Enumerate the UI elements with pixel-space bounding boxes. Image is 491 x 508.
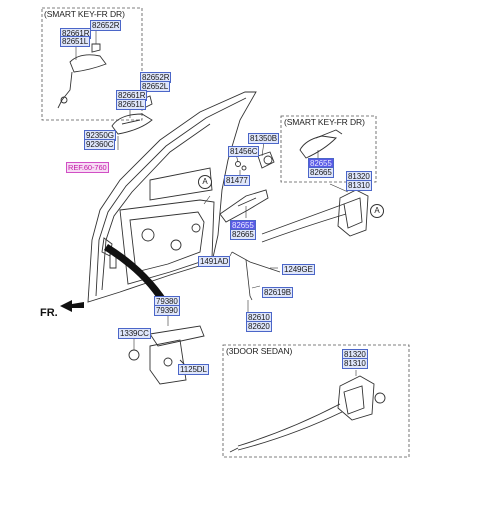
door-latch-3door: [229, 375, 386, 453]
part-82652R-top[interactable]: 82652R: [90, 20, 122, 31]
callout-a-left: A: [198, 175, 212, 189]
callout-a-right: A: [370, 204, 384, 218]
part-1125DL[interactable]: 1125DL: [178, 364, 209, 375]
three-door-header: (3DOOR SEDAN): [226, 346, 293, 356]
smart-key-top-box: [41, 7, 143, 121]
part-82620[interactable]: 82620: [246, 321, 272, 332]
inside-handle: [219, 189, 269, 223]
smart-key-right-box: [280, 115, 377, 183]
group-boxes: [41, 7, 410, 458]
part-81456C[interactable]: 81456C: [228, 146, 260, 157]
smart-key-right-header: (SMART KEY-FR DR): [284, 117, 365, 127]
part-81477[interactable]: 81477: [224, 175, 250, 186]
part-82651L-top[interactable]: 82651L: [60, 36, 91, 47]
part-92360C[interactable]: 92360C: [84, 139, 116, 150]
smart-key-top-header: (SMART KEY-FR DR): [44, 9, 125, 19]
reference-label[interactable]: REF.60-760: [66, 162, 109, 173]
part-82651L[interactable]: 82651L: [116, 99, 147, 110]
front-direction-label: FR.: [40, 307, 58, 319]
part-1249GE[interactable]: 1249GE: [282, 264, 315, 275]
front-arrow: [60, 300, 84, 312]
leader-lines: [75, 30, 357, 376]
check-link-arrow: [104, 244, 172, 310]
part-81310-3door[interactable]: 81310: [342, 358, 368, 369]
three-door-box: [222, 344, 410, 458]
part-79390[interactable]: 79390: [154, 305, 180, 316]
part-82619B[interactable]: 82619B: [262, 287, 293, 298]
remote-rods: [231, 203, 347, 301]
part-1339CC[interactable]: 1339CC: [118, 328, 151, 339]
part-82665-mid[interactable]: 82665: [230, 229, 256, 240]
part-82652L[interactable]: 82652L: [140, 81, 171, 92]
outside-handle-smartkey-right: [299, 129, 343, 159]
part-82665[interactable]: 82665: [308, 167, 334, 178]
outside-handle-smartkey-top: [57, 43, 107, 109]
part-81350B[interactable]: 81350B: [248, 133, 279, 144]
part-1491AD[interactable]: 1491AD: [198, 256, 231, 267]
front-door-frame: [87, 91, 257, 303]
part-81310[interactable]: 81310: [346, 180, 372, 191]
